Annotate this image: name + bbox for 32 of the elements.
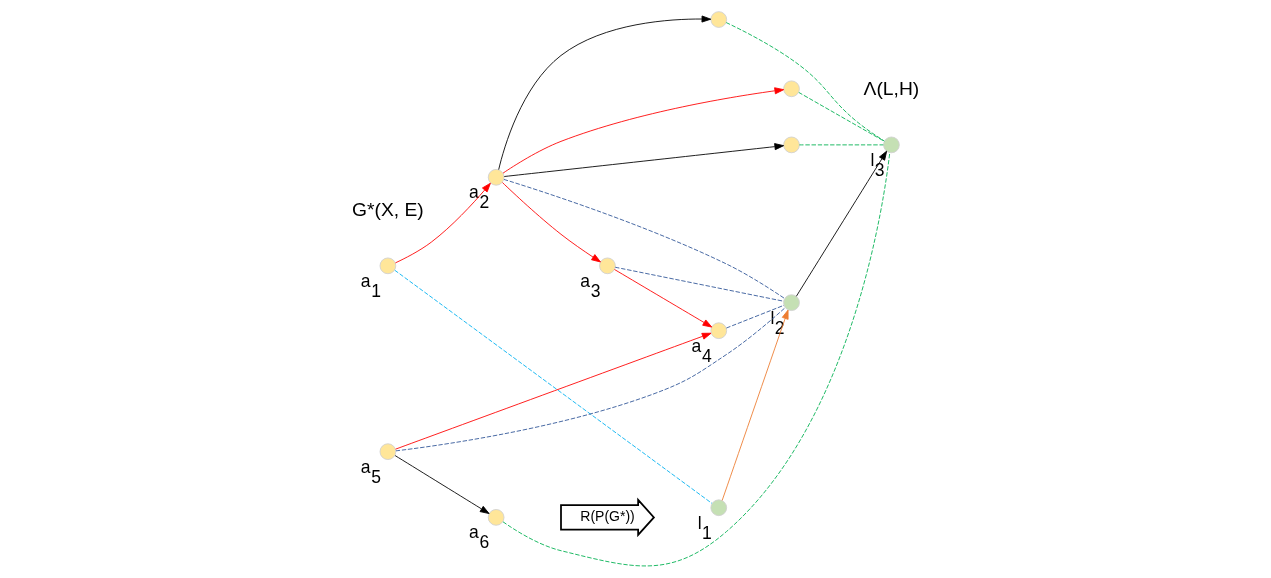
arrow bbox=[395, 332, 712, 450]
arrow bbox=[614, 269, 713, 328]
node-circle bbox=[883, 136, 900, 154]
node-circle bbox=[599, 257, 616, 275]
arrow bbox=[502, 87, 785, 174]
connector bbox=[725, 22, 885, 142]
connector bbox=[394, 269, 713, 504]
arrow bbox=[502, 182, 601, 263]
label: Λ(L,H) bbox=[863, 77, 920, 99]
arrow bbox=[498, 15, 712, 170]
node-circle bbox=[379, 257, 397, 275]
connector bbox=[502, 152, 891, 567]
arrow bbox=[721, 309, 789, 501]
node-circle bbox=[710, 322, 728, 339]
node-circle bbox=[783, 80, 800, 98]
node-circle bbox=[487, 169, 505, 186]
node-circle bbox=[710, 11, 728, 28]
node-circle bbox=[710, 499, 728, 517]
connector bbox=[726, 304, 785, 329]
connector bbox=[395, 307, 786, 452]
node-circle bbox=[783, 294, 800, 311]
connector bbox=[798, 92, 885, 142]
arrow bbox=[395, 182, 491, 264]
connector bbox=[614, 266, 785, 302]
label: G*(X, E) bbox=[352, 198, 424, 220]
node-circle bbox=[783, 136, 800, 154]
node-circle bbox=[487, 509, 505, 526]
arrow bbox=[394, 455, 490, 514]
arrow bbox=[503, 143, 785, 177]
arrow bbox=[795, 150, 888, 297]
node-circle bbox=[379, 443, 397, 460]
connector bbox=[503, 179, 785, 299]
